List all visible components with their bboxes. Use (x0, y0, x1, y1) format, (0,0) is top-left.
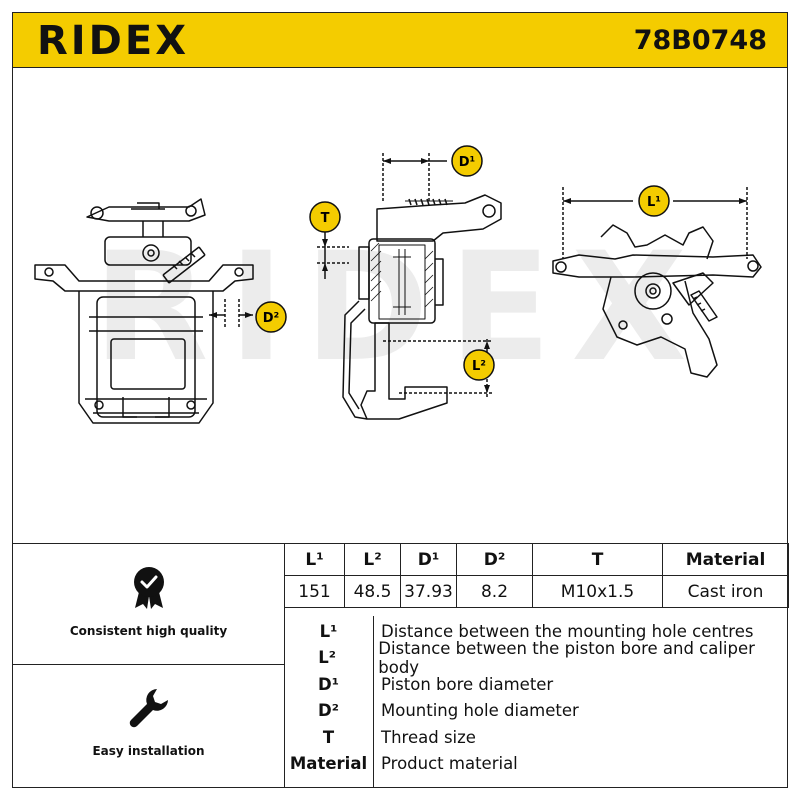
t-label: T (321, 211, 330, 226)
wrench-icon (129, 689, 168, 728)
header-bar: RIDEX 78B0748 (12, 12, 788, 68)
specs-header-row: L¹ L² D¹ D² T Material (284, 543, 789, 576)
spec-value: 37.93 (400, 575, 457, 608)
d2-label: D² (263, 311, 280, 326)
legend-key: D² (318, 701, 339, 721)
legend-row: D² Mounting hole diameter (284, 698, 788, 725)
features-divider (284, 543, 285, 788)
feature-quality: Consistent high quality (13, 566, 284, 638)
legend-key: Material (289, 754, 368, 774)
legend-key: T (322, 727, 335, 747)
legend-desc: Piston bore diameter (381, 674, 554, 694)
l2-label: L² (472, 359, 486, 374)
legend-row: L² Distance between the piston bore and … (284, 639, 788, 677)
feature-installation-label: Easy installation (92, 744, 205, 758)
legend-divider (373, 616, 374, 788)
l1-marker (638, 185, 670, 217)
legend-row: L¹ Distance between the mounting hole ce… (284, 618, 788, 645)
specs-value-row: 151 48.5 37.93 8.2 M10x1.5 Cast iron (284, 575, 789, 608)
legend-row: Material Product material (284, 751, 788, 778)
legend-desc: Mounting hole diameter (381, 701, 579, 721)
legend-key: L¹ (319, 621, 338, 641)
brand-logo: RIDEX (37, 18, 190, 64)
part-number: 78B0748 (633, 25, 767, 56)
feature-divider (12, 664, 284, 665)
legend-desc: Product material (381, 754, 518, 774)
feature-quality-label: Consistent high quality (69, 624, 228, 638)
spec-header: L¹ (284, 543, 345, 576)
caliper-front-view (34, 198, 254, 424)
legend-key: L² (318, 648, 336, 668)
quality-badge-icon (133, 567, 164, 609)
legend-desc: Distance between the mounting hole centr… (381, 621, 754, 641)
legend-key: D¹ (318, 674, 339, 694)
caliper-rear-view (552, 187, 762, 378)
content-frame (12, 68, 788, 788)
spec-header: D¹ (400, 543, 457, 576)
l1-label: L¹ (647, 195, 661, 210)
d1-marker (451, 145, 483, 177)
legend-desc: Distance between the piston bore and cal… (378, 638, 755, 677)
t-marker (309, 201, 341, 233)
feature-installation: Easy installation (13, 686, 284, 758)
l2-marker (463, 349, 495, 381)
legend-row: D¹ Piston bore diameter (284, 671, 788, 698)
spec-header: L² (344, 543, 401, 576)
spec-value: 8.2 (456, 575, 533, 608)
specs-table: L¹ L² D¹ D² T Material 151 48.5 37.93 8.… (284, 543, 789, 608)
legend: L¹ Distance between the mounting hole ce… (284, 616, 788, 788)
spec-value: 48.5 (344, 575, 401, 608)
d2-marker (255, 301, 287, 333)
technical-drawing: RIDEX (34, 145, 762, 424)
spec-header: D² (456, 543, 533, 576)
legend-desc: Thread size (381, 727, 476, 747)
legend-row: T Thread size (284, 724, 788, 751)
spec-header: Material (662, 543, 789, 576)
spec-header: T (532, 543, 663, 576)
spec-value: M10x1.5 (532, 575, 663, 608)
spec-value: Cast iron (662, 575, 789, 608)
spec-value: 151 (284, 575, 345, 608)
watermark: RIDEX (93, 221, 707, 395)
d1-label: D¹ (459, 155, 476, 170)
